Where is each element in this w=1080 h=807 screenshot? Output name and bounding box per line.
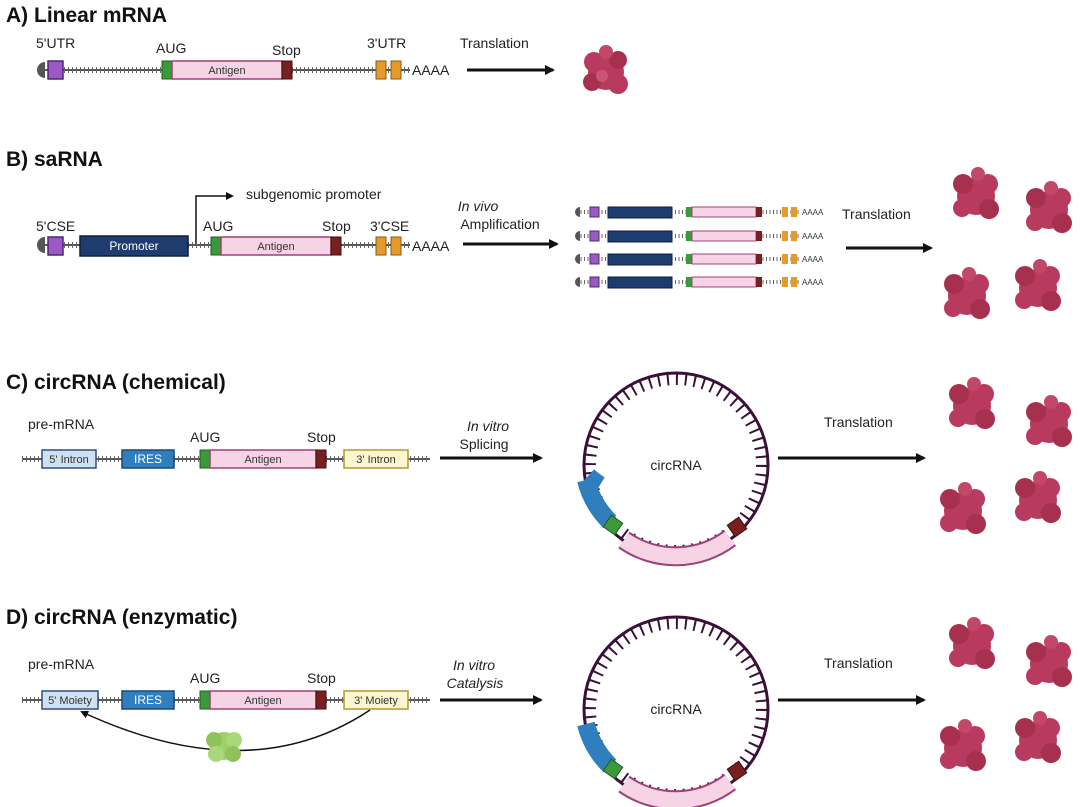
rna-copy-4: AAAA bbox=[575, 276, 824, 289]
antigen-label: Antigen bbox=[208, 65, 245, 77]
translation-label: Translation bbox=[824, 655, 893, 671]
copy-polya-label: AAAA bbox=[802, 255, 824, 264]
amplification-label: Amplification bbox=[460, 216, 539, 232]
stop-box bbox=[315, 690, 327, 710]
panel-a-title: A) Linear mRNA bbox=[6, 4, 167, 27]
cap-icon bbox=[37, 62, 45, 78]
panel-d-title: D) circRNA (enzymatic) bbox=[6, 606, 237, 629]
stop-label: Stop bbox=[307, 429, 336, 445]
utr5-box bbox=[47, 60, 64, 80]
promoter-label: Promoter bbox=[109, 239, 158, 253]
pre-mrna-label: pre-mRNA bbox=[28, 656, 95, 672]
moiety5-box bbox=[41, 690, 99, 710]
stop-label: Stop bbox=[322, 218, 351, 234]
moiety3-label: 3' Moiety bbox=[354, 695, 398, 707]
protein-icon bbox=[949, 617, 995, 669]
antigen-label: Antigen bbox=[244, 695, 281, 707]
copy-polya-label: AAAA bbox=[802, 278, 824, 287]
intron5-box bbox=[41, 449, 97, 469]
pre-mrna-label: pre-mRNA bbox=[28, 416, 95, 432]
translation-label: Translation bbox=[824, 414, 893, 430]
protein-icon bbox=[944, 267, 990, 319]
ires-box bbox=[121, 690, 175, 710]
ires-label: IRES bbox=[134, 693, 162, 707]
enzyme-icon bbox=[206, 732, 242, 762]
aug-label: AUG bbox=[203, 218, 233, 234]
protein-icon bbox=[1026, 181, 1072, 233]
aug-label: AUG bbox=[190, 429, 220, 445]
promoter-box bbox=[79, 235, 189, 257]
polya-label: AAAA bbox=[412, 238, 450, 254]
panel-b: B) saRNA subgenomic promoter 5'CSE AUG S… bbox=[6, 148, 1072, 319]
stop-box bbox=[315, 449, 327, 469]
protein-icon bbox=[1015, 471, 1061, 523]
protein-icon bbox=[1026, 635, 1072, 687]
moiety5-label: 5' Moiety bbox=[48, 695, 92, 707]
in-vitro-label: In vitro bbox=[453, 657, 495, 673]
moiety3-box bbox=[343, 690, 409, 710]
utr5-label: 5'UTR bbox=[36, 35, 75, 51]
translation-label: Translation bbox=[460, 35, 529, 51]
circrna-label: circRNA bbox=[650, 701, 702, 717]
protein-icon bbox=[1026, 395, 1072, 447]
panel-a: A) Linear mRNA 5'UTR AUG Stop 3'UTR Tran… bbox=[6, 4, 628, 94]
rna-copy-2: AAAA bbox=[575, 230, 824, 243]
cse3-box-1 bbox=[375, 236, 387, 256]
copy-polya-label: AAAA bbox=[802, 208, 824, 217]
panel-c-title: C) circRNA (chemical) bbox=[6, 371, 226, 394]
circrna-label: circRNA bbox=[650, 457, 702, 473]
in-vivo-label: In vivo bbox=[458, 198, 499, 214]
protein-icon bbox=[949, 377, 995, 429]
protein-icon bbox=[1015, 259, 1061, 311]
cse3-box-2 bbox=[390, 236, 402, 256]
catalysis-label: Catalysis bbox=[447, 675, 504, 691]
cse5-box bbox=[47, 236, 64, 256]
polya-label: AAAA bbox=[412, 62, 450, 78]
in-vitro-label: In vitro bbox=[467, 418, 509, 434]
rna-copy-3: AAAA bbox=[575, 253, 824, 266]
protein-icon bbox=[583, 45, 628, 94]
aug-box bbox=[199, 449, 211, 469]
protein-icon bbox=[940, 719, 986, 771]
aug-label: AUG bbox=[156, 40, 186, 56]
intron5-label: 5' Intron bbox=[49, 454, 88, 466]
protein-icon bbox=[940, 482, 986, 534]
translation-label: Translation bbox=[842, 206, 911, 222]
copy-polya-label: AAAA bbox=[802, 232, 824, 241]
stop-label: Stop bbox=[307, 670, 336, 686]
protein-icon bbox=[1015, 711, 1061, 763]
utr3-box-2 bbox=[390, 60, 402, 80]
aug-box bbox=[161, 60, 173, 80]
panel-d: D) circRNA (enzymatic) pre-mRNA AUG Stop… bbox=[6, 606, 1072, 807]
stop-box bbox=[330, 236, 342, 256]
subgenomic-label: subgenomic promoter bbox=[246, 186, 382, 202]
stop-label: Stop bbox=[272, 42, 301, 58]
aug-box bbox=[210, 236, 222, 256]
antigen-label: Antigen bbox=[244, 454, 281, 466]
splicing-label: Splicing bbox=[459, 436, 508, 452]
protein-icon bbox=[953, 167, 999, 219]
antigen-label: Antigen bbox=[257, 241, 294, 253]
circrna-ring bbox=[577, 371, 770, 567]
cse5-label: 5'CSE bbox=[36, 218, 75, 234]
cap-icon bbox=[37, 237, 45, 253]
rna-copy-1: AAAA bbox=[575, 206, 824, 219]
aug-label: AUG bbox=[190, 670, 220, 686]
ires-label: IRES bbox=[134, 452, 162, 466]
intron3-box bbox=[343, 449, 409, 469]
panel-c: C) circRNA (chemical) pre-mRNA AUG Stop … bbox=[6, 371, 1072, 567]
ires-box bbox=[121, 449, 175, 469]
circrna-ring bbox=[577, 615, 770, 807]
panel-b-title: B) saRNA bbox=[6, 148, 103, 171]
intron3-label: 3' Intron bbox=[356, 454, 395, 466]
cse3-label: 3'CSE bbox=[370, 218, 409, 234]
aug-box bbox=[199, 690, 211, 710]
utr3-label: 3'UTR bbox=[367, 35, 406, 51]
utr3-box-1 bbox=[375, 60, 387, 80]
stop-box bbox=[281, 60, 293, 80]
subgenomic-arrow-icon bbox=[195, 192, 234, 244]
